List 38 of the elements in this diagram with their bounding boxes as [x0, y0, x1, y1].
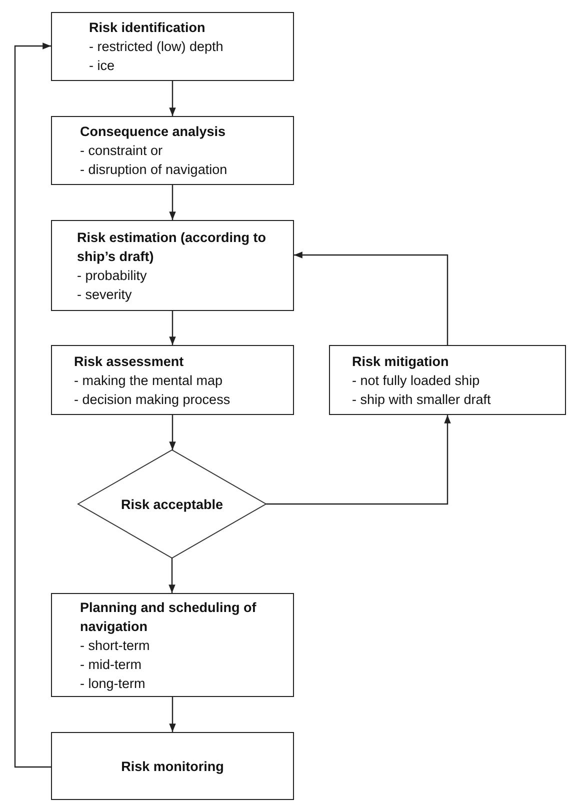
- arrow: [169, 415, 176, 450]
- arrow: [169, 185, 176, 220]
- process-box: [51, 345, 294, 415]
- list-item: - severity: [77, 286, 132, 304]
- list-item: - restricted (low) depth: [89, 38, 224, 56]
- decision-diamond: [77, 449, 267, 559]
- list-item: - constraint or: [80, 142, 163, 160]
- list-item: - probability: [77, 266, 147, 284]
- arrow: [169, 81, 176, 116]
- node-heading: Risk identification: [89, 19, 206, 37]
- node-heading: Risk monitoring: [121, 758, 224, 776]
- node-heading: Consequence analysis: [80, 123, 226, 141]
- node-heading: Planning and scheduling of navigation: [80, 598, 258, 636]
- process-box: [51, 732, 294, 800]
- list-item: - mid-term: [80, 656, 142, 674]
- process-box: [51, 220, 294, 311]
- process-box: [51, 593, 294, 697]
- list-item: - making the mental map: [74, 372, 223, 390]
- node-heading: Risk mitigation: [352, 352, 449, 370]
- node-heading: Risk assessment: [74, 352, 184, 370]
- list-item: - ship with smaller draft: [352, 390, 491, 408]
- list-item: - short-term: [80, 636, 150, 654]
- arrow: [14, 42, 51, 768]
- process-box: [329, 345, 566, 415]
- arrow: [169, 311, 176, 345]
- list-item: - long-term: [80, 674, 146, 692]
- list-item: - ice: [89, 57, 115, 75]
- process-box: [51, 12, 294, 81]
- list-item: - disruption of navigation: [80, 161, 228, 179]
- process-box: [51, 116, 294, 185]
- arrow: [294, 252, 448, 345]
- node-heading: Risk acceptable: [120, 496, 224, 514]
- arrow: [266, 415, 451, 505]
- list-item: - decision making process: [74, 390, 230, 408]
- arrow: [169, 697, 176, 732]
- node-heading: Risk estimation (according to ship’s draft): [77, 228, 268, 266]
- list-item: - not fully loaded ship: [352, 372, 480, 390]
- arrow: [168, 558, 176, 593]
